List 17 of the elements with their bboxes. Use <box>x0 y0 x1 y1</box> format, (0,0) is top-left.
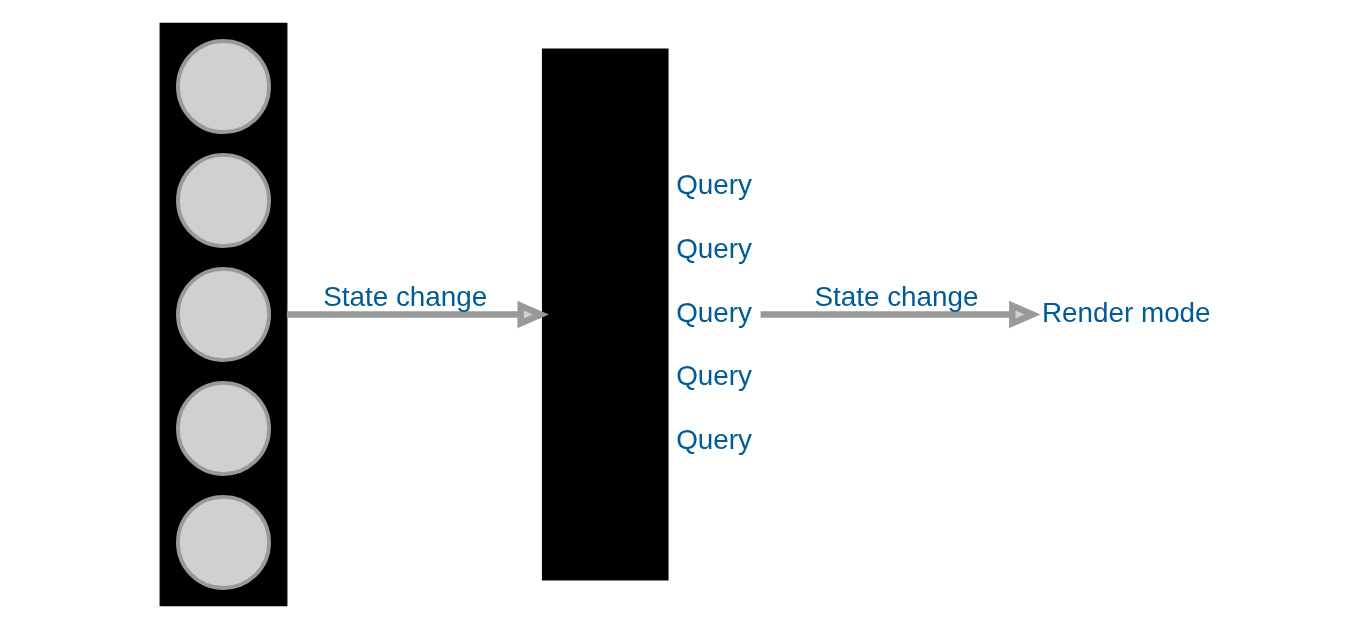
node-circle <box>176 267 271 362</box>
edge-label: State change <box>814 281 979 313</box>
node-label: Query <box>676 232 752 264</box>
node-circle <box>176 153 271 249</box>
node-label: Query <box>676 168 752 200</box>
arrow <box>286 300 549 329</box>
cluster <box>159 22 288 607</box>
node-bar <box>541 48 669 581</box>
node-circle <box>176 380 271 476</box>
arrow <box>760 300 1041 329</box>
node-label: Query <box>676 360 752 392</box>
edge-label: State change <box>323 281 488 313</box>
node-circle <box>176 494 271 590</box>
node-label: Query <box>676 424 752 456</box>
node-circle <box>176 39 271 135</box>
node-text: Render mode <box>1041 296 1211 328</box>
node-label: Query <box>676 296 752 328</box>
